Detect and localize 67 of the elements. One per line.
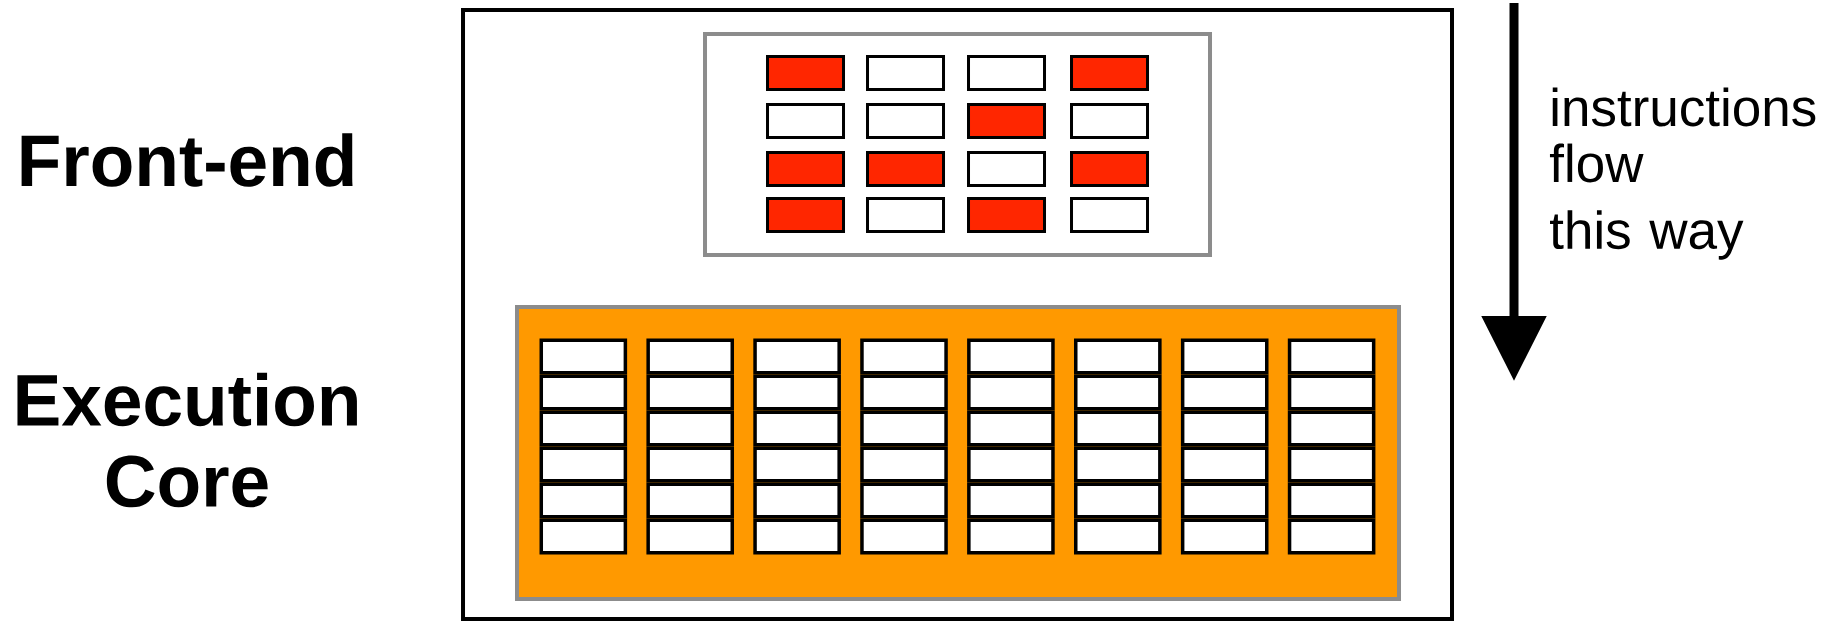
instruction-slot xyxy=(1070,103,1149,139)
execution-slot xyxy=(1180,482,1269,519)
label: this way xyxy=(1550,210,1744,260)
execution-slot xyxy=(967,446,1055,483)
execution-slot xyxy=(967,374,1055,411)
instruction-slot xyxy=(766,55,845,91)
label: Execution Core xyxy=(17,372,357,508)
execution-slot xyxy=(967,518,1055,555)
instruction-slot xyxy=(967,103,1046,139)
instruction-slot xyxy=(967,151,1046,187)
execution-slot xyxy=(539,410,628,447)
instruction-slot xyxy=(866,55,945,91)
execution-slot xyxy=(1287,482,1376,519)
execution-slot xyxy=(967,338,1055,375)
execution-slot xyxy=(753,374,841,411)
instruction-slot xyxy=(967,197,1046,233)
execution-slot xyxy=(1074,374,1162,411)
instruction-slot xyxy=(967,55,1046,91)
execution-slot xyxy=(753,338,841,375)
execution-slot xyxy=(860,374,948,411)
execution-slot xyxy=(646,518,734,555)
execution-slot xyxy=(753,482,841,519)
execution-slot xyxy=(753,410,841,447)
execution-slot xyxy=(1074,446,1162,483)
execution-slot xyxy=(753,518,841,555)
instruction-slot xyxy=(866,103,945,139)
execution-slot xyxy=(539,338,628,375)
instruction-slot xyxy=(866,151,945,187)
execution-slot xyxy=(1287,374,1376,411)
execution-slot xyxy=(1074,518,1162,555)
execution-slot xyxy=(539,446,628,483)
execution-slot xyxy=(967,482,1055,519)
execution-slot xyxy=(539,374,628,411)
execution-slot xyxy=(646,482,734,519)
execution-slot xyxy=(860,410,948,447)
execution-slot xyxy=(860,446,948,483)
execution-slot xyxy=(860,338,948,375)
execution-slot xyxy=(1287,338,1376,375)
execution-slot xyxy=(646,410,734,447)
execution-slot xyxy=(539,518,628,555)
execution-slot xyxy=(967,410,1055,447)
execution-slot xyxy=(1180,518,1269,555)
execution-slot xyxy=(1074,410,1162,447)
execution-slot xyxy=(1287,410,1376,447)
instruction-slot xyxy=(766,103,845,139)
instruction-slot xyxy=(766,151,845,187)
execution-slot xyxy=(1180,338,1269,375)
instruction-slot xyxy=(1070,151,1149,187)
execution-slot xyxy=(1287,446,1376,483)
execution-slot xyxy=(646,374,734,411)
execution-slot xyxy=(860,482,948,519)
execution-slot xyxy=(1287,518,1376,555)
execution-slot xyxy=(1074,482,1162,519)
execution-slot xyxy=(1074,338,1162,375)
instruction-slot xyxy=(1070,55,1149,91)
execution-slot xyxy=(1180,410,1269,447)
execution-slot xyxy=(646,338,734,375)
execution-slot xyxy=(753,446,841,483)
instruction-slot xyxy=(866,197,945,233)
execution-slot xyxy=(1180,446,1269,483)
label: Front-end xyxy=(21,133,353,187)
execution-slot xyxy=(1180,374,1269,411)
execution-slot xyxy=(646,446,734,483)
execution-slot xyxy=(539,482,628,519)
instruction-slot xyxy=(766,197,845,233)
execution-slot xyxy=(860,518,948,555)
instruction-slot xyxy=(1070,197,1149,233)
